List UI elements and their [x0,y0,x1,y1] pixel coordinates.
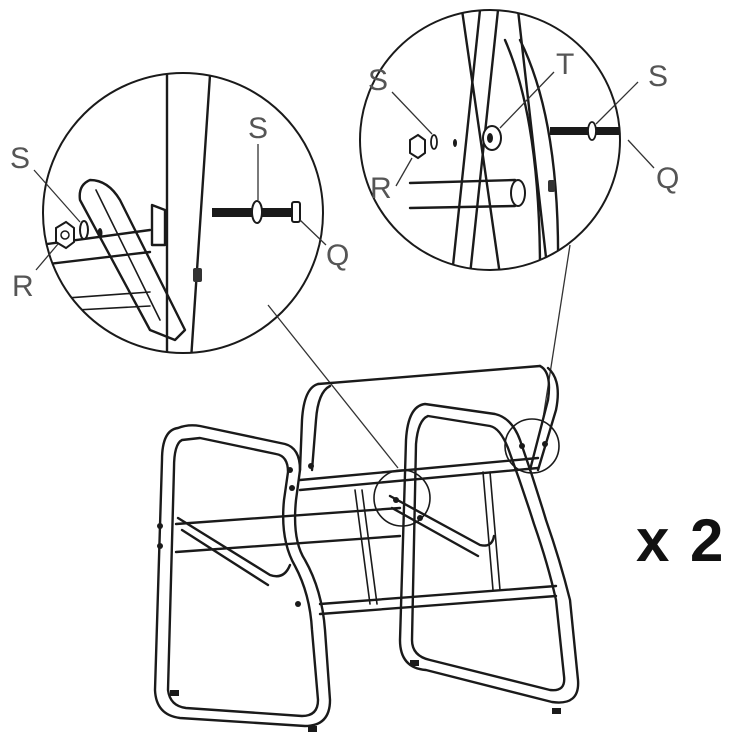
left-joint-highlight [373,469,431,527]
right-joint-highlight [504,418,560,474]
left-callout-connector [267,304,399,469]
bolt-q-right [550,121,620,141]
label-t: T [556,48,574,81]
quantity-label: x 2 [636,507,726,574]
label-s-right-bolt: S [648,60,668,93]
right-callout-connector [541,244,571,426]
left-detail-callout: S R S Q [10,72,349,354]
label-q-right: Q [656,162,679,195]
label-s-right-washer: S [368,64,388,97]
right-detail-callout: S R T S Q [359,9,679,271]
nut-r-right [409,133,426,160]
washer-s-left [79,220,89,240]
nut-r-left [55,220,75,250]
label-s-left-bolt: S [248,112,268,145]
label-r-left: R [12,270,34,303]
label-q-left: Q [326,239,349,272]
label-r-right: R [370,172,392,205]
bolt-q-left [212,200,301,224]
label-s-left-washer: S [10,142,30,175]
chair-frame [153,364,580,732]
washer-s-right [430,134,438,150]
